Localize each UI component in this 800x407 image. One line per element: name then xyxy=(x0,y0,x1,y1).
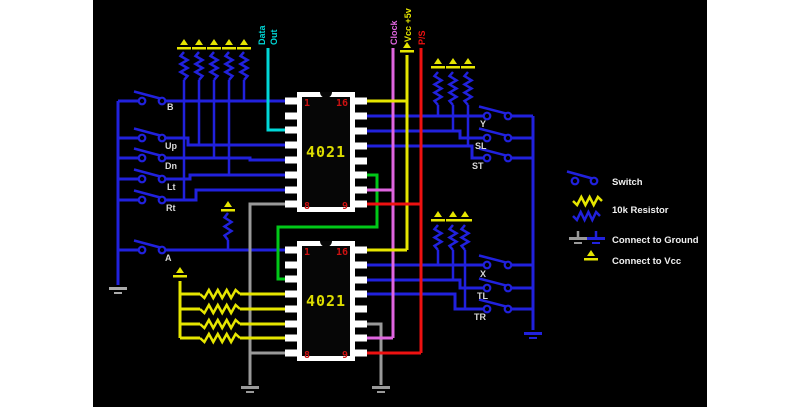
ps-wire xyxy=(367,48,423,355)
switches xyxy=(133,90,513,314)
upper-4021-chip: 1 16 8 9 4021 xyxy=(285,92,367,212)
data-out-wire xyxy=(266,48,285,132)
switch-Y xyxy=(478,105,513,121)
chip-notch xyxy=(320,241,332,247)
lower-4021-chip: 1 16 8 9 4021 xyxy=(285,241,367,361)
vcc-wire xyxy=(367,55,409,252)
unused-input-yellow-wires xyxy=(178,281,285,340)
right-bottom-button-wires xyxy=(367,250,533,311)
legend-item-ground: Connect to Ground xyxy=(569,231,699,246)
pin9-label: 9 xyxy=(342,350,348,361)
switch-Lt xyxy=(133,168,167,184)
ps-label: P/S xyxy=(417,30,427,45)
pin16-label: 16 xyxy=(336,247,348,258)
label-TR: TR xyxy=(474,312,486,322)
switch-X xyxy=(478,254,513,270)
label-B: B xyxy=(167,102,174,112)
vcc-symbols xyxy=(173,39,475,278)
pin1-label: 1 xyxy=(304,247,310,258)
signal-labels: Data Out Clock Vcc +5v P/S xyxy=(257,8,427,45)
switch-ST xyxy=(478,147,513,163)
legend-switch-label: Switch xyxy=(612,177,643,188)
label-Y: Y xyxy=(480,119,486,129)
label-ST: ST xyxy=(472,161,484,171)
vcc-label: Vcc +5v xyxy=(403,8,413,42)
right-top-button-wires xyxy=(367,105,535,330)
switch-TR xyxy=(478,298,513,314)
label-A: A xyxy=(165,253,172,263)
legend-resistor-label: 10k Resistor xyxy=(612,205,669,216)
legend-item-vcc: Connect to Vcc xyxy=(584,250,681,267)
pin1-label: 1 xyxy=(304,98,310,109)
left-pullup-resistor-drops xyxy=(182,80,246,250)
chip-notch xyxy=(320,92,332,98)
pin9-label: 9 xyxy=(342,201,348,212)
controller-schematic: 1 16 8 9 4021 1 16 8 9 4021 B xyxy=(109,8,699,393)
legend-item-resistor: 10k Resistor xyxy=(572,194,669,223)
data-out-label-line2: Out xyxy=(269,30,279,46)
switch-B xyxy=(133,90,167,106)
switch-Up xyxy=(133,127,167,143)
chip-name: 4021 xyxy=(306,292,346,310)
switch-Rt xyxy=(133,189,167,205)
switch-TL xyxy=(478,277,513,293)
label-Up: Up xyxy=(165,141,177,151)
label-Dn: Dn xyxy=(165,161,177,171)
label-Rt: Rt xyxy=(166,203,176,213)
legend: Switch 10k Resistor Connect to Ground C xyxy=(566,170,699,267)
label-X: X xyxy=(480,269,486,279)
pullup-resistors xyxy=(177,51,474,345)
ground-symbols xyxy=(109,287,542,393)
label-TL: TL xyxy=(477,291,488,301)
legend-item-switch: Switch xyxy=(566,170,643,188)
switch-A xyxy=(133,239,167,255)
data-out-label-line1: Data xyxy=(257,24,267,45)
switch-Dn xyxy=(133,147,167,163)
switch-SL xyxy=(478,127,513,143)
chip-name: 4021 xyxy=(306,143,346,161)
green-cascade-wire xyxy=(276,173,379,281)
label-Lt: Lt xyxy=(167,182,176,192)
label-SL: SL xyxy=(475,141,487,151)
clock-label: Clock xyxy=(389,19,399,45)
schematic-canvas: 1 16 8 9 4021 1 16 8 9 4021 B xyxy=(93,0,707,407)
legend-vcc-label: Connect to Vcc xyxy=(612,256,681,267)
pin8-label: 8 xyxy=(304,201,310,212)
button-labels: B Up Dn Lt Rt A Y SL ST X TL TR xyxy=(165,102,488,322)
legend-ground-label: Connect to Ground xyxy=(612,235,699,246)
clock-wire xyxy=(367,48,395,340)
pin16-label: 16 xyxy=(336,98,348,109)
pin8-label: 8 xyxy=(304,350,310,361)
